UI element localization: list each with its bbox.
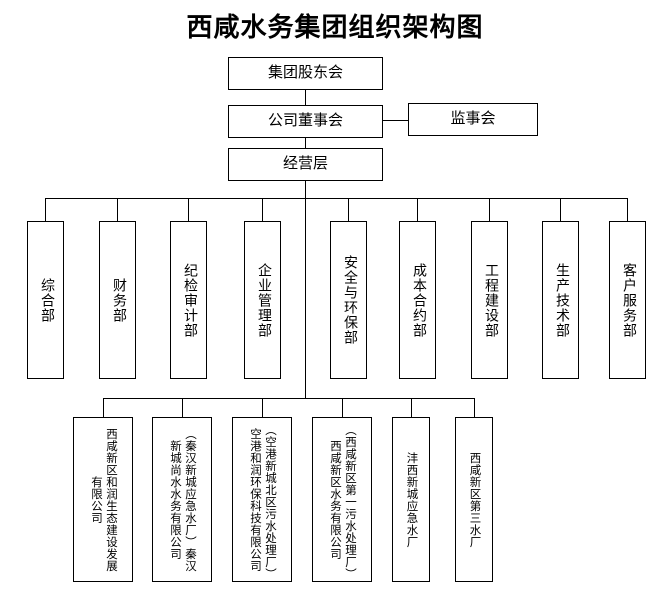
connector-board-management: [305, 138, 306, 148]
dept-box-gongcheng[interactable]: 工程建设部: [471, 221, 508, 379]
dept-box-qiye[interactable]: 企业管理部: [244, 221, 281, 379]
dept-box-zonghe[interactable]: 综合部: [27, 221, 64, 379]
subsidiary-box-konggang[interactable]: （空港新城北区污水处理厂）空港和润环保科技有限公司: [232, 417, 292, 582]
drop-dept-1: [45, 198, 46, 221]
subsidiary-box-disanshui[interactable]: 西咸新区第三水厂: [455, 417, 493, 582]
drop-dept-7: [489, 198, 490, 221]
subsidiary-box-fengxi[interactable]: 沣西新城应急水厂: [392, 417, 430, 582]
connector-shareholders-board: [305, 90, 306, 105]
node-shareholders[interactable]: 集团股东会: [228, 57, 383, 90]
drop-dept-9: [627, 198, 628, 221]
node-management[interactable]: 经营层: [228, 148, 383, 181]
drop-dept-8: [560, 198, 561, 221]
drop-sub-1: [103, 398, 104, 417]
drop-sub-2: [182, 398, 183, 417]
connector-board-supervisors: [383, 120, 408, 121]
dept-box-jijian[interactable]: 纪检审计部: [170, 221, 207, 379]
subsidiary-bus: [103, 398, 474, 399]
node-board[interactable]: 公司董事会: [228, 105, 383, 138]
drop-dept-3: [188, 198, 189, 221]
subsidiary-box-herun[interactable]: 西咸新区和润生态建设发展有限公司: [73, 417, 133, 582]
dept-box-shengchan[interactable]: 生产技术部: [542, 221, 579, 379]
connector-management-trunk: [305, 181, 306, 398]
department-bus: [45, 198, 627, 199]
drop-dept-4: [262, 198, 263, 221]
drop-dept-6: [417, 198, 418, 221]
drop-sub-6: [474, 398, 475, 417]
subsidiary-box-qinhan[interactable]: （秦汉新城应急水厂）秦汉新城尚水水务有限公司: [152, 417, 212, 582]
dept-box-kehu[interactable]: 客户服务部: [609, 221, 646, 379]
drop-sub-4: [342, 398, 343, 417]
drop-sub-3: [262, 398, 263, 417]
dept-box-caiwu[interactable]: 财务部: [99, 221, 136, 379]
drop-dept-5: [348, 198, 349, 221]
dept-box-anquan[interactable]: 安全与环保部: [330, 221, 367, 379]
node-supervisors[interactable]: 监事会: [408, 103, 538, 136]
dept-box-chengben[interactable]: 成本合约部: [399, 221, 436, 379]
subsidiary-box-xixian[interactable]: （西咸新区第一污水处理厂）西咸新区水务有限公司: [312, 417, 372, 582]
page-title: 西咸水务集团组织架构图: [186, 13, 484, 42]
drop-sub-5: [411, 398, 412, 417]
drop-dept-2: [117, 198, 118, 221]
